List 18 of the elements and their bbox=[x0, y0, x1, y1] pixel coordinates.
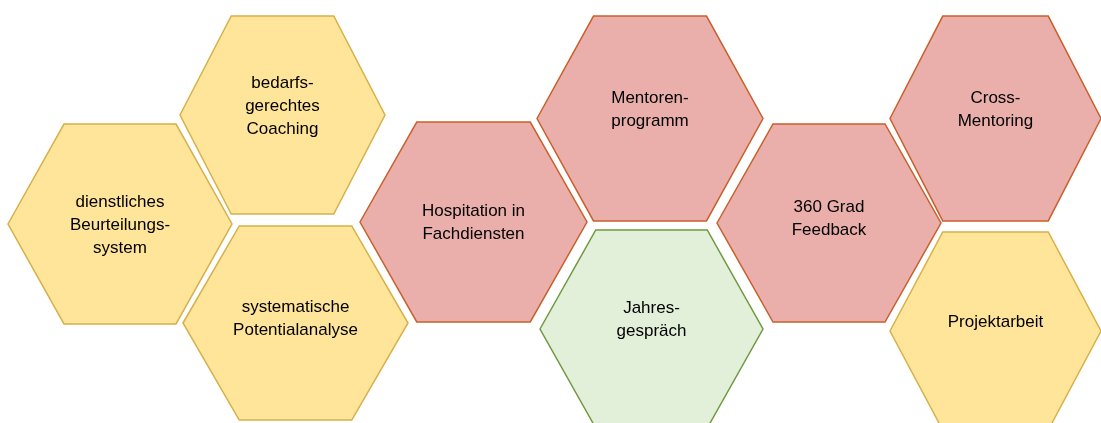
hexagon bbox=[540, 229, 763, 423]
hexagon-label: 360 Grad Feedback bbox=[790, 196, 868, 241]
hexagon-label: Cross-Mentoring bbox=[956, 86, 1035, 132]
hexagon-label: bedarfs-gerechtes Coaching bbox=[244, 71, 321, 140]
hexagon-label: Mentoren-programm bbox=[610, 86, 690, 132]
hexagon bbox=[717, 123, 941, 323]
hexagon-label: Jahres-gespräch bbox=[615, 297, 688, 342]
hexagon bbox=[890, 231, 1101, 423]
hexagon bbox=[890, 15, 1101, 222]
hexagon-label: Projektarbeit bbox=[946, 310, 1045, 333]
hexagon-label: systematische Potentialanalyse bbox=[232, 296, 359, 341]
hexagon bbox=[180, 15, 385, 215]
hexagon bbox=[183, 225, 408, 421]
hexagon-label: Hospitation in Fachdiensten bbox=[421, 200, 526, 245]
hexagon bbox=[360, 121, 587, 323]
hexagon bbox=[537, 15, 763, 222]
hexagon-label: dienstliches Beurteilungs-system bbox=[68, 190, 172, 259]
hexagon bbox=[8, 123, 232, 325]
